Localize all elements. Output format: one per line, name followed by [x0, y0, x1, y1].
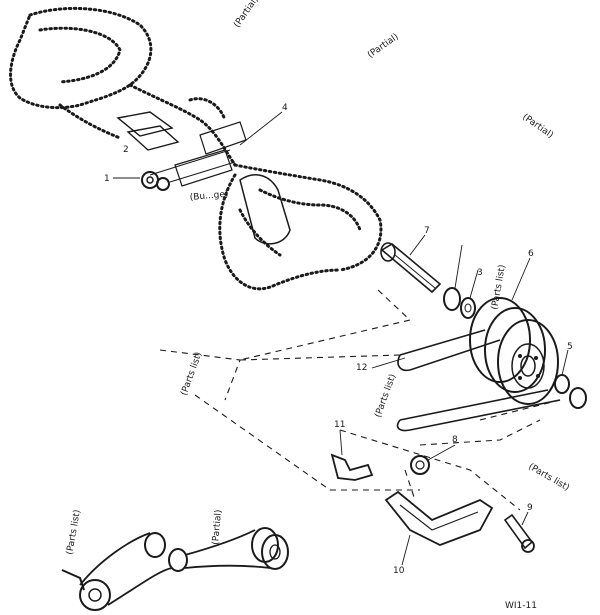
frame-outline [9, 7, 383, 291]
shaft-bolt-icon [380, 242, 442, 294]
callout-7: 7 [424, 226, 430, 236]
guard-bracket-icon [384, 490, 494, 546]
annotation-top-right-b: (Partial) [366, 32, 401, 60]
callout-3: 3 [477, 268, 483, 278]
alignment-lines [159, 289, 561, 511]
spacer-icon [443, 287, 476, 319]
annotation-pulley-top: (Parts list) [490, 264, 508, 311]
callout-numbers: 1 2 3 4 5 6 7 8 9 10 11 12 [104, 103, 573, 576]
callout-1: 1 [104, 174, 110, 184]
callout-5: 5 [567, 342, 573, 352]
nut-icon [410, 455, 430, 475]
callout-9: 9 [527, 503, 533, 513]
annotation-bottom-right: (Parts list) [527, 462, 571, 493]
annotation-upper-right: (Partial) [520, 112, 555, 140]
annotation-top-right-a: (Partial) [232, 0, 260, 30]
annotation-pulley-left: (Parts list) [373, 373, 398, 419]
clip-icon [330, 453, 374, 481]
callout-10: 10 [393, 566, 405, 576]
pulley-icon [469, 297, 559, 405]
belt-drive-inset [61, 527, 289, 611]
annotation-labels: (Partial) (Partial) (Partial) (Bu...ge) … [65, 0, 571, 556]
mounting-bracket [116, 111, 291, 245]
leader-lines [113, 111, 569, 566]
callout-8: 8 [452, 435, 458, 445]
callout-12: 12 [356, 363, 367, 373]
callout-4: 4 [282, 103, 288, 113]
figure-id: WI1-11 [505, 601, 537, 611]
annotation-mid-left: (Parts list) [179, 351, 204, 397]
belt-icon [396, 329, 561, 432]
annotation-upper-left: (Bu...ge) [189, 190, 228, 203]
annotation-bottom-left-a: (Parts list) [65, 509, 83, 556]
end-nut-icon [554, 374, 587, 409]
hex-nut-icon [141, 171, 170, 191]
callout-2: 2 [123, 145, 129, 155]
callout-6: 6 [528, 249, 534, 259]
annotation-bottom-left-b: (Partial) [211, 509, 224, 545]
callout-11: 11 [334, 420, 345, 430]
cap-screw-icon [503, 513, 535, 553]
